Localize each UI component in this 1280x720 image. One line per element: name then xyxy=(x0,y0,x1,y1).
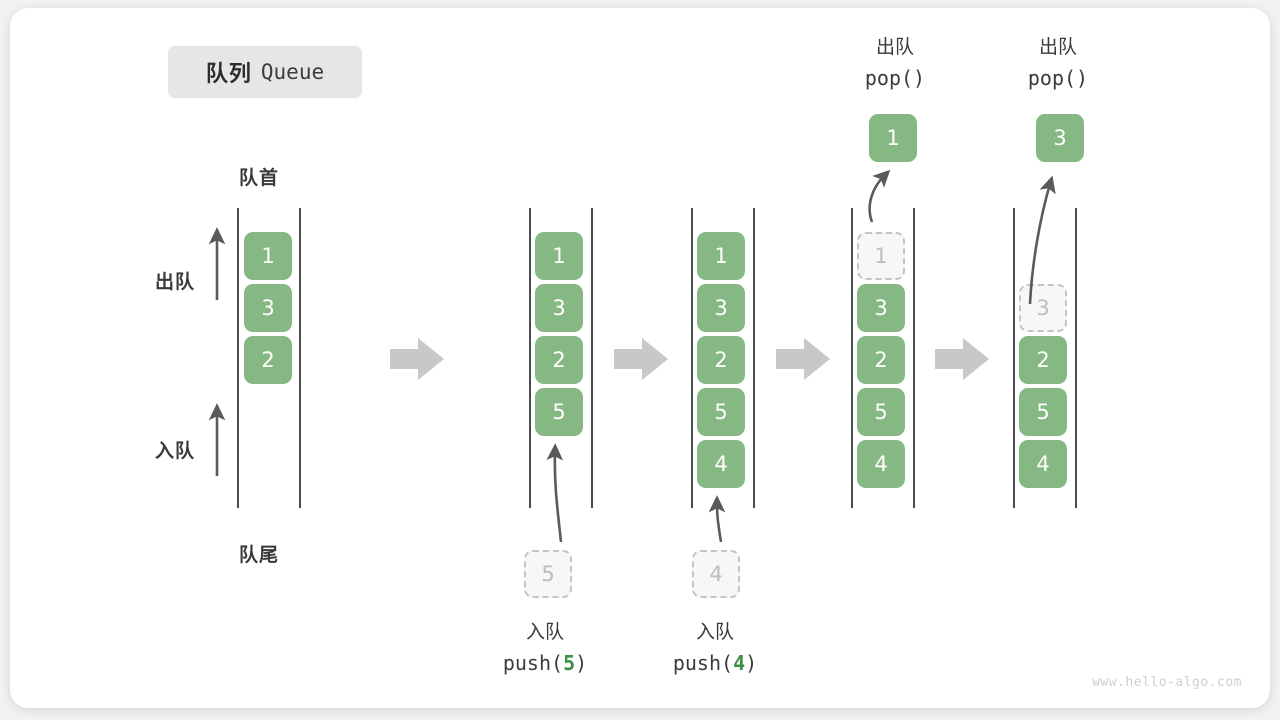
rail-right-col3 xyxy=(753,208,755,508)
rail-left-col2 xyxy=(529,208,531,508)
queue-element: 5 xyxy=(697,388,745,436)
rail-left-col3 xyxy=(691,208,693,508)
push-5-arrow xyxy=(546,443,564,543)
title-badge: 队列 Queue xyxy=(168,46,362,98)
header-pop-1-code: pop() xyxy=(864,66,926,90)
caption-push-5-code: push(5) xyxy=(502,651,588,675)
queue-element: 3 xyxy=(535,284,583,332)
rail-left-col5 xyxy=(1013,208,1015,508)
queue-head-label: 队首 xyxy=(239,168,280,189)
incoming-element-ghost: 4 xyxy=(692,550,740,598)
queue-tail-label: 队尾 xyxy=(239,545,280,566)
title-label-cn: 队列 xyxy=(205,61,252,86)
queue-element: 4 xyxy=(1019,440,1067,488)
header-pop-1: 出队 pop() xyxy=(805,33,985,93)
queue-element: 5 xyxy=(1019,388,1067,436)
caption-push-5: 入队 push(5) xyxy=(450,618,640,678)
rail-right-col2 xyxy=(591,208,593,508)
queue-element: 3 xyxy=(244,284,292,332)
queue-element: 2 xyxy=(535,336,583,384)
diagram-stage: 队列 Queue 队首 队尾 出队 入队 1 3 2 1 3 2 5 5 入队 … xyxy=(10,8,1270,708)
popped-slot-ghost: 1 xyxy=(857,232,905,280)
queue-element: 1 xyxy=(697,232,745,280)
queue-element: 2 xyxy=(857,336,905,384)
queue-element: 4 xyxy=(697,440,745,488)
watermark: www.hello-algo.com xyxy=(1092,675,1242,690)
diagram-card: 队列 Queue 队首 队尾 出队 入队 1 3 2 1 3 2 5 5 入队 … xyxy=(10,8,1270,708)
arrows-overlay xyxy=(208,169,1056,543)
caption-push-4-code: push(4) xyxy=(672,651,758,675)
pop-1-arrow xyxy=(868,169,891,223)
header-pop-3-code: pop() xyxy=(1027,66,1089,90)
queue-element: 1 xyxy=(535,232,583,280)
caption-push-5-cn: 入队 xyxy=(525,622,564,643)
caption-push-4-cn: 入队 xyxy=(695,622,734,643)
caption-push-4: 入队 push(4) xyxy=(620,618,810,678)
step-arrow-3 xyxy=(776,338,830,380)
popped-element: 3 xyxy=(1036,114,1084,162)
popped-slot-ghost: 3 xyxy=(1019,284,1067,332)
header-pop-1-cn: 出队 xyxy=(875,37,914,58)
rail-right-col5 xyxy=(1075,208,1077,508)
enqueue-label: 入队 xyxy=(155,441,196,462)
rail-left-col4 xyxy=(851,208,853,508)
queue-element: 4 xyxy=(857,440,905,488)
title-label-en: Queue xyxy=(260,60,325,84)
rail-right-col4 xyxy=(913,208,915,508)
push-4-arrow xyxy=(708,495,726,543)
header-pop-3: 出队 pop() xyxy=(968,33,1148,93)
step-arrow-1 xyxy=(390,338,444,380)
rail-right-col1 xyxy=(299,208,301,508)
queue-element: 3 xyxy=(857,284,905,332)
queue-element: 5 xyxy=(857,388,905,436)
step-arrow-4 xyxy=(935,338,989,380)
queue-element: 1 xyxy=(244,232,292,280)
queue-element: 5 xyxy=(535,388,583,436)
incoming-element-ghost: 5 xyxy=(524,550,572,598)
rail-left-col1 xyxy=(237,208,239,508)
dequeue-label: 出队 xyxy=(155,272,196,293)
popped-element: 1 xyxy=(869,114,917,162)
header-pop-3-cn: 出队 xyxy=(1038,37,1077,58)
queue-element: 2 xyxy=(244,336,292,384)
queue-element: 2 xyxy=(697,336,745,384)
queue-element: 3 xyxy=(697,284,745,332)
step-arrow-2 xyxy=(614,338,668,380)
queue-element: 2 xyxy=(1019,336,1067,384)
